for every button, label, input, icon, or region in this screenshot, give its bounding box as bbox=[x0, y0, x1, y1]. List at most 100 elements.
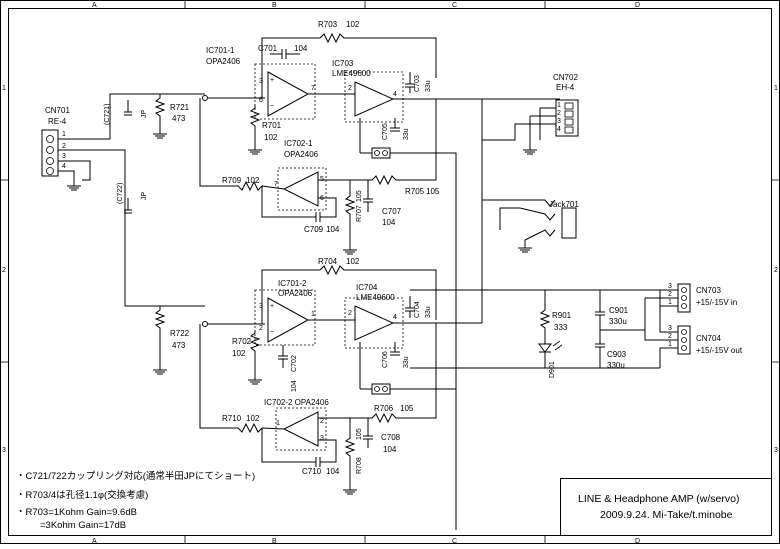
r709-label: R709 bbox=[222, 176, 242, 185]
svg-text:4: 4 bbox=[393, 314, 397, 321]
cn704-desc: +15/-15V out bbox=[696, 346, 743, 355]
svg-text:3: 3 bbox=[320, 435, 324, 442]
r722-label: R722 bbox=[170, 329, 190, 338]
ic701-2-label: IC701-2 bbox=[278, 279, 307, 288]
cn702-type: EH-4 bbox=[556, 83, 575, 92]
ic704-outline bbox=[344, 297, 404, 349]
svg-text:7: 7 bbox=[311, 85, 315, 92]
svg-text:1: 1 bbox=[668, 299, 672, 306]
svg-text:+: + bbox=[270, 303, 274, 310]
title-date: 2009.9.24. Mi-Take/t.minobe bbox=[600, 509, 733, 521]
note-3: ・R703=1Kohm Gain=9.6dB bbox=[16, 507, 137, 518]
c710-value: 104 bbox=[326, 467, 340, 476]
cn704-connector bbox=[677, 325, 691, 355]
note-4: =3Kohm Gain=17dB bbox=[40, 520, 126, 531]
cn703-desc: +15/-15V in bbox=[696, 298, 737, 307]
svg-text:−: − bbox=[270, 103, 274, 110]
r707-value: 105 bbox=[356, 190, 363, 202]
c901-value: 330u bbox=[609, 317, 627, 326]
title-block bbox=[560, 478, 772, 536]
r901-label: R901 bbox=[552, 311, 572, 320]
ic704-buffer bbox=[354, 305, 395, 341]
grid-row-3-right: 3 bbox=[774, 447, 778, 454]
svg-text:1: 1 bbox=[62, 131, 66, 138]
svg-text:2: 2 bbox=[557, 110, 561, 117]
cn703-connector bbox=[677, 283, 691, 313]
cn702-label: CN702 bbox=[553, 73, 578, 82]
ground-symbol-cn701 bbox=[67, 184, 81, 191]
c710-label: C710 bbox=[302, 467, 322, 476]
r709-value: 102 bbox=[246, 176, 260, 185]
svg-text:−: − bbox=[270, 329, 274, 336]
svg-text:3: 3 bbox=[62, 153, 66, 160]
ic702-1-opamp bbox=[282, 171, 319, 207]
r705-label: R705 bbox=[405, 187, 425, 196]
grid-col-a-bottom: A bbox=[92, 538, 97, 544]
c901-label: C901 bbox=[609, 306, 629, 315]
c709-value: 104 bbox=[326, 225, 340, 234]
svg-text:2: 2 bbox=[320, 418, 324, 425]
r705-value: 105 bbox=[426, 187, 440, 196]
ic701-1-label: IC701-1 bbox=[206, 46, 235, 55]
c903-value: 330u bbox=[607, 361, 625, 370]
cn701-connector: 1 2 3 4 bbox=[41, 129, 66, 177]
r708-value: 105 bbox=[356, 428, 363, 440]
ic701-2-opamp bbox=[267, 297, 310, 343]
c707-label: C707 bbox=[382, 207, 402, 216]
svg-text:2: 2 bbox=[668, 291, 672, 298]
ic704-label: IC704 bbox=[356, 283, 378, 292]
c706-label: C706 bbox=[382, 351, 389, 368]
r703-label: R703 bbox=[318, 20, 338, 29]
r703-value: 102 bbox=[346, 20, 360, 29]
cn702-connector bbox=[555, 99, 579, 137]
r722-value: 473 bbox=[172, 341, 186, 350]
ic701-1-part: OPA2406 bbox=[206, 57, 241, 66]
cn701-type: RE-4 bbox=[48, 117, 67, 126]
ic701-1-opamp bbox=[267, 71, 310, 117]
grid-col-d: D bbox=[635, 2, 640, 9]
grid-col-c: C bbox=[452, 2, 457, 9]
r901-value: 333 bbox=[554, 323, 568, 332]
grid-row-1: 1 bbox=[2, 85, 6, 92]
ic703-label: IC703 bbox=[332, 59, 354, 68]
svg-text:1: 1 bbox=[668, 341, 672, 348]
r721-label: R721 bbox=[170, 103, 190, 112]
c704-value: 33u bbox=[425, 306, 432, 318]
ic702-2-opamp bbox=[282, 411, 319, 447]
svg-text:2: 2 bbox=[259, 325, 263, 332]
jp2-label: JP bbox=[141, 192, 148, 201]
svg-text:3: 3 bbox=[557, 118, 561, 125]
c707-value: 104 bbox=[382, 218, 396, 227]
svg-text:1: 1 bbox=[276, 420, 280, 427]
svg-text:4: 4 bbox=[557, 126, 561, 133]
jp1-label: JP bbox=[141, 110, 148, 119]
c722-label: (C722) bbox=[117, 183, 124, 204]
c721-capacitor bbox=[124, 100, 132, 116]
svg-text:3: 3 bbox=[259, 78, 263, 85]
svg-text:2: 2 bbox=[348, 310, 352, 317]
svg-text:3: 3 bbox=[668, 283, 672, 290]
c703-label: C703 bbox=[414, 75, 421, 92]
c704-label: C704 bbox=[414, 301, 421, 318]
r707-label: R707 bbox=[356, 205, 363, 222]
svg-text:3: 3 bbox=[668, 325, 672, 332]
title-text: LINE & Headphone AMP (w/servo) bbox=[578, 493, 739, 505]
r706-value: 105 bbox=[400, 404, 414, 413]
c708-value: 104 bbox=[383, 445, 397, 454]
ic702-2-label: IC702-2 OPA2406 bbox=[264, 398, 329, 407]
r704-label: R704 bbox=[318, 257, 338, 266]
c705-value: 33u bbox=[403, 128, 410, 140]
note-2: ・R703/4は孔径1.1φ(交換考慮) bbox=[16, 489, 148, 501]
c903-label: C903 bbox=[607, 350, 627, 359]
r706-label: R706 bbox=[374, 404, 394, 413]
svg-text:2: 2 bbox=[668, 333, 672, 340]
d901-label: D901 bbox=[549, 361, 556, 378]
ic703-part: LME49600 bbox=[332, 69, 371, 78]
r702-value: 102 bbox=[232, 349, 246, 358]
c703-value: 33u bbox=[425, 80, 432, 92]
inner-frame bbox=[8, 8, 772, 536]
r701-value: 102 bbox=[264, 133, 278, 142]
